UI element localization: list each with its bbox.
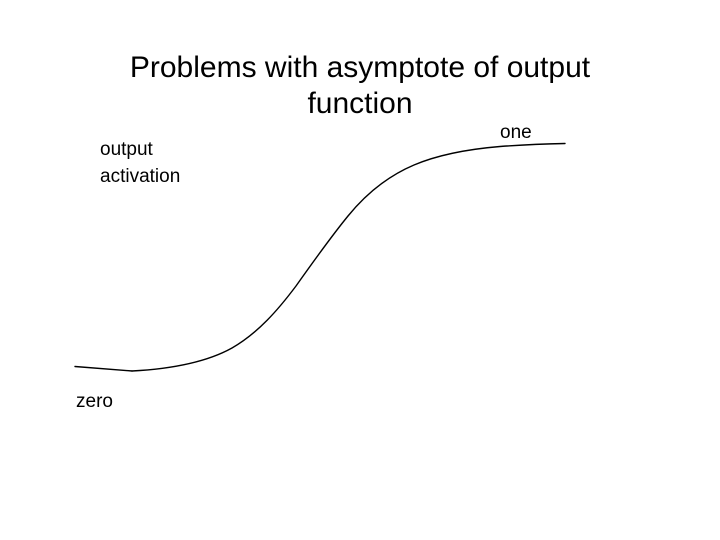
sigmoid-curve [131,142,566,372]
zero-asymptote-line [74,365,133,372]
lower-asymptote-label: zero [76,391,113,412]
page-title: Problems with asymptote of output functi… [129,51,591,120]
y-axis-label: output activation [100,139,181,187]
upper-asymptote-label: one [500,122,532,143]
